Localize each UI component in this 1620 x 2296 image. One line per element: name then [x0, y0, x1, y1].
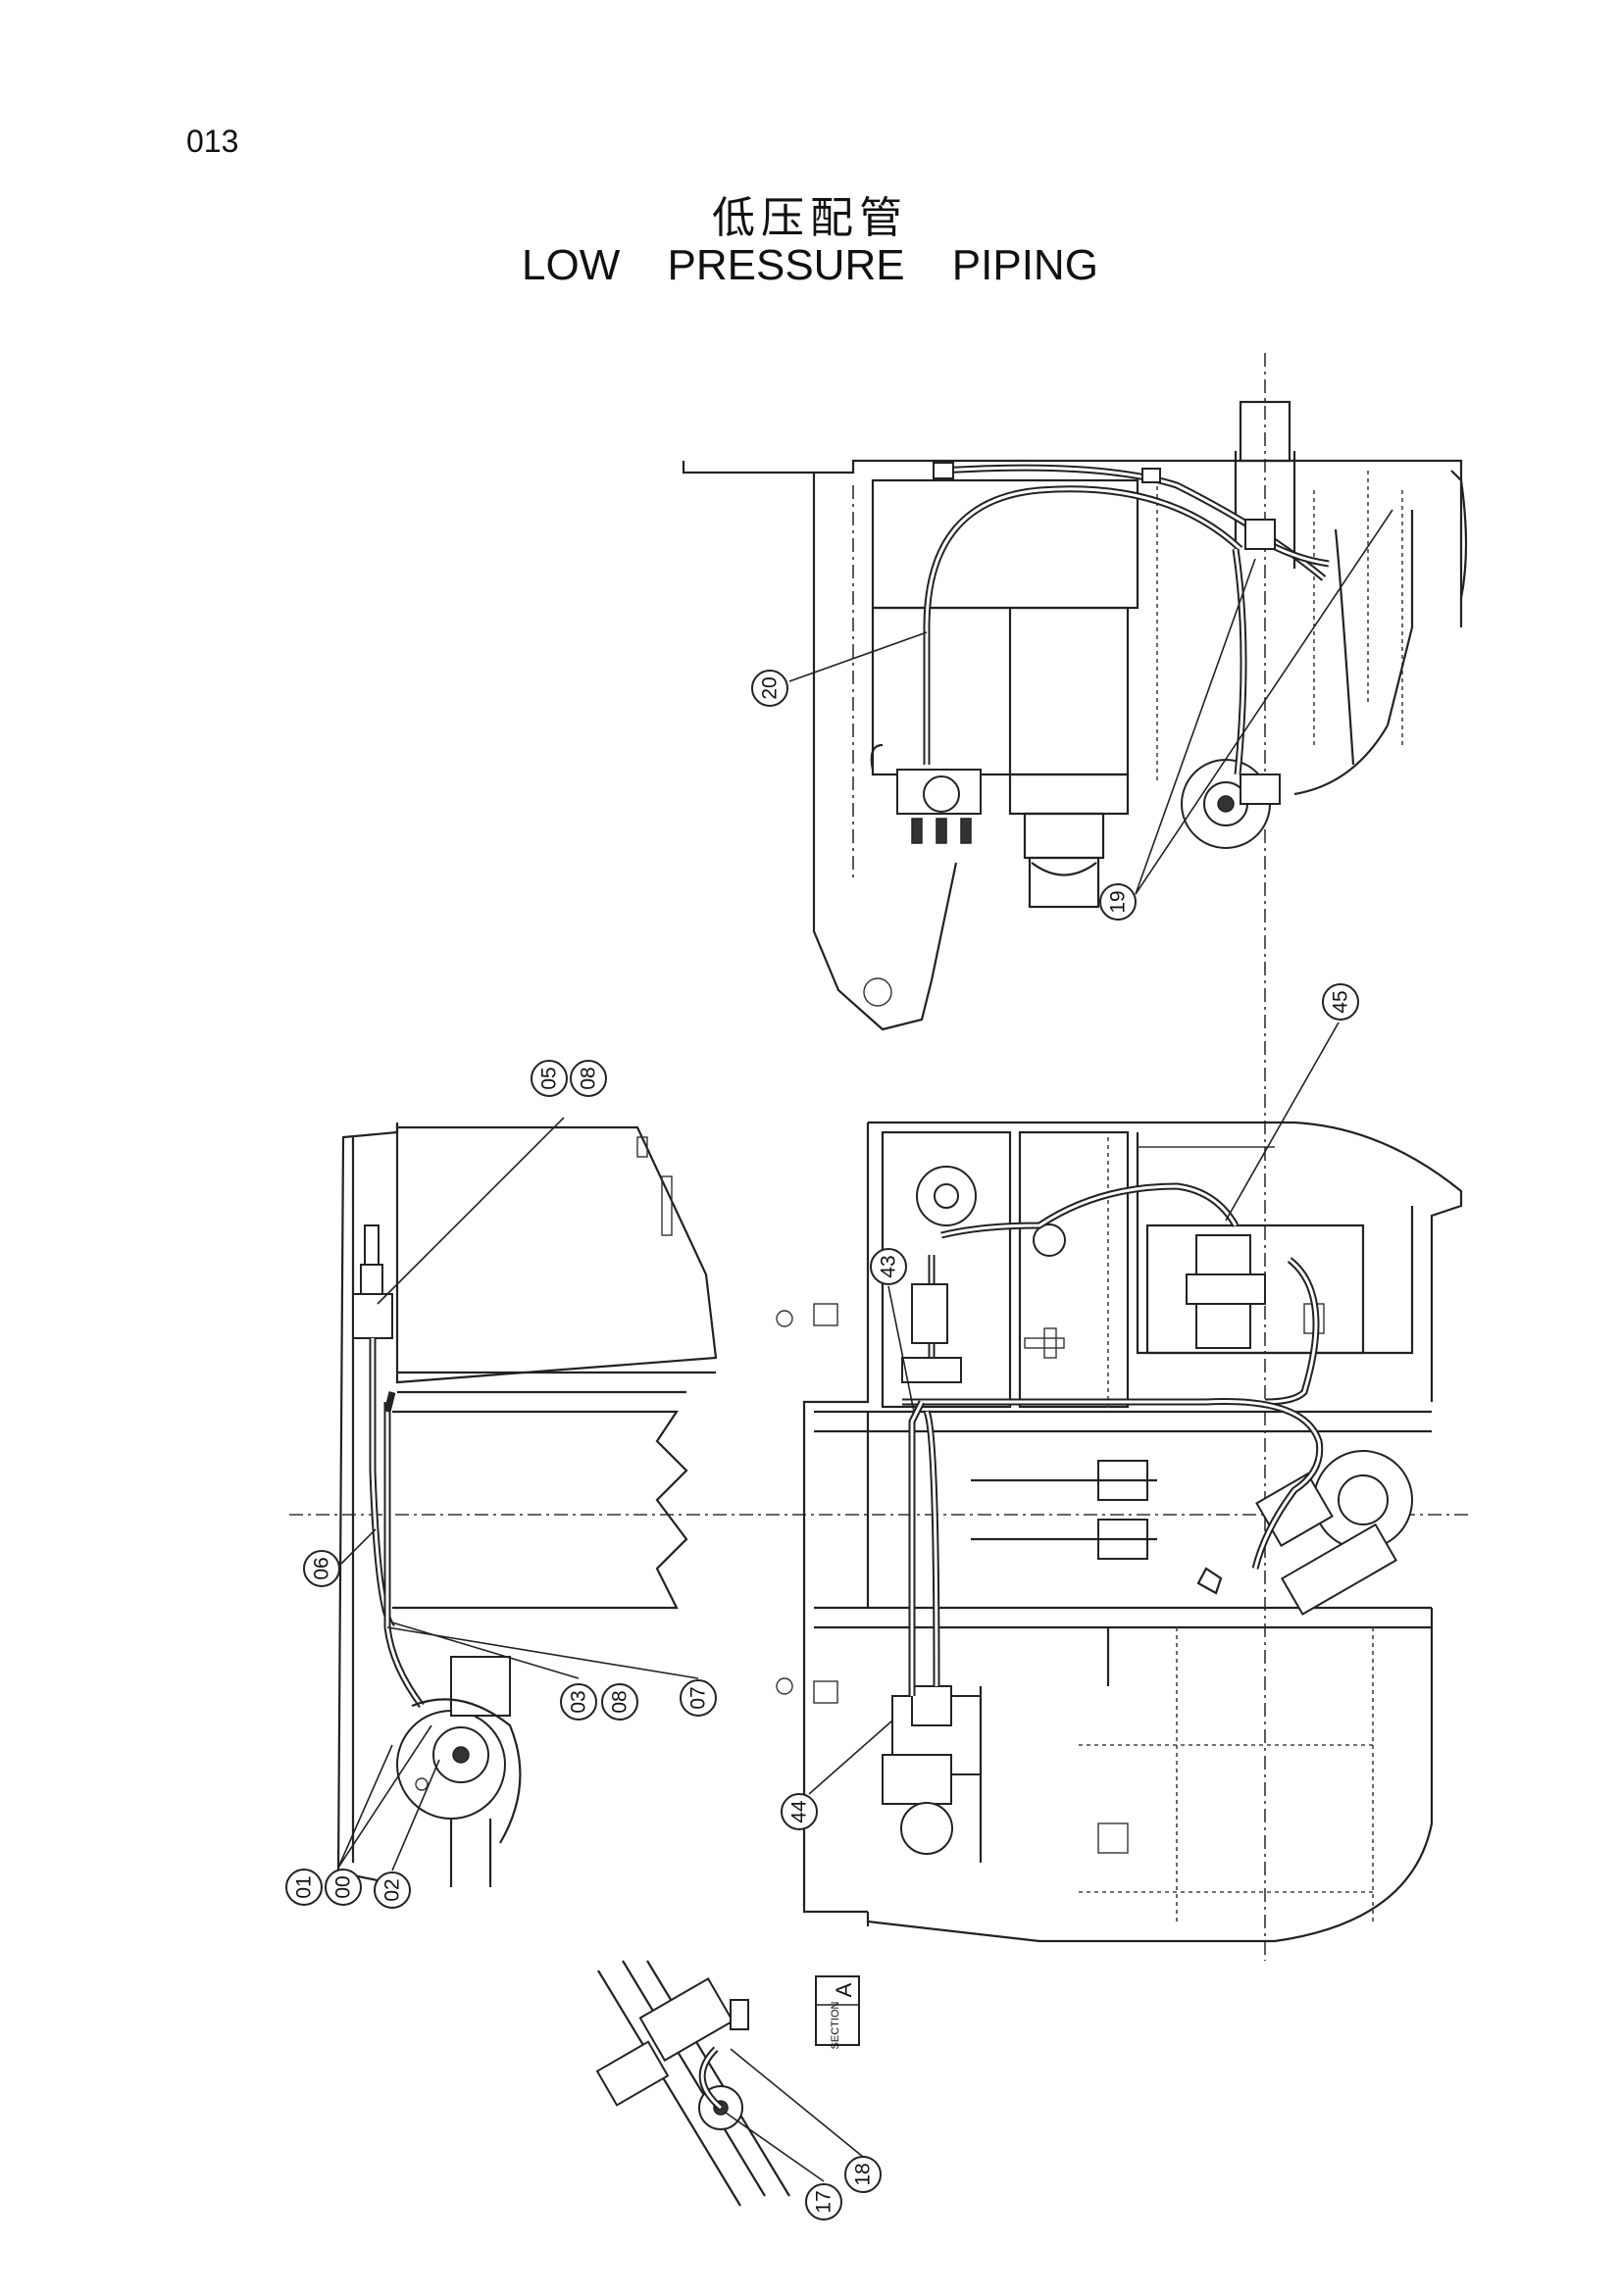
callout-05-label: 05	[538, 1067, 561, 1089]
callout-19: 19	[1099, 883, 1137, 921]
callout-03-label: 03	[568, 1690, 590, 1713]
callout-01: 01	[285, 1869, 323, 1906]
callout-08-bottom-label: 08	[609, 1690, 632, 1713]
callout-20-label: 20	[759, 676, 782, 699]
callout-05: 05	[531, 1060, 568, 1097]
tank-side-view	[336, 1123, 718, 1887]
callout-45: 45	[1322, 983, 1359, 1021]
main-frame-view	[776, 1121, 1463, 1943]
title-english: LOW PRESSURE PIPING	[522, 241, 1098, 289]
callout-06-label: 06	[311, 1557, 333, 1579]
callout-18: 18	[844, 2156, 882, 2193]
leader-lines	[337, 509, 1393, 2182]
callout-07: 07	[680, 1679, 717, 1717]
section-label: SECTION	[830, 2002, 841, 2050]
page-number: 013	[186, 124, 239, 159]
callout-19-label: 19	[1107, 890, 1130, 913]
callout-20: 20	[751, 670, 788, 707]
callout-18-label: 18	[852, 2163, 875, 2185]
callout-08-top: 08	[570, 1060, 607, 1097]
callout-03: 03	[560, 1683, 597, 1721]
callout-43: 43	[870, 1248, 907, 1285]
callout-45-label: 45	[1330, 990, 1352, 1013]
callout-44-label: 44	[788, 1800, 811, 1823]
callout-44: 44	[781, 1793, 818, 1830]
callout-08-top-label: 08	[578, 1067, 600, 1089]
upper-assembly-view	[682, 400, 1468, 1031]
callout-02: 02	[374, 1872, 411, 1909]
callout-06: 06	[303, 1550, 340, 1587]
callout-02-label: 02	[381, 1878, 404, 1901]
callout-07-label: 07	[687, 1686, 710, 1709]
callout-43-label: 43	[878, 1255, 900, 1277]
callout-17: 17	[805, 2183, 842, 2221]
section-letter: A	[832, 1982, 856, 1997]
callout-17-label: 17	[813, 2190, 835, 2213]
callout-01-label: 01	[293, 1875, 316, 1898]
section-a-detail: A SECTION	[595, 1960, 860, 2207]
callout-00-label: 00	[332, 1875, 355, 1898]
callout-00: 00	[325, 1869, 362, 1906]
callout-08-bottom: 08	[601, 1683, 638, 1721]
title-chinese: 低压配管	[712, 193, 908, 243]
